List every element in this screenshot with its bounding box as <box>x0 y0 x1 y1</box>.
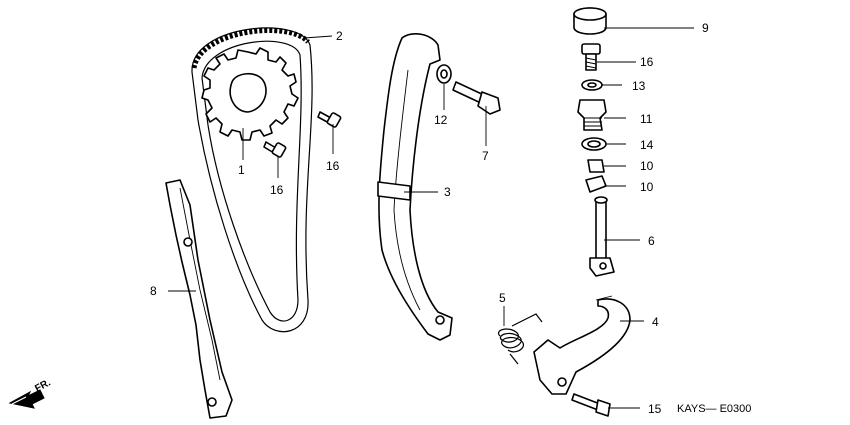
callout-2: 2 <box>336 29 343 43</box>
bolt-15 <box>571 393 611 417</box>
callout-8: 8 <box>150 284 157 298</box>
callout-12: 12 <box>434 113 448 127</box>
callout-1: 1 <box>238 163 245 177</box>
callout-11: 11 <box>640 112 653 126</box>
o-ring-14 <box>581 137 607 151</box>
callout-5: 5 <box>499 291 506 305</box>
diagram-code: KAYS— E0300 <box>677 403 751 415</box>
front-direction-arrow-icon <box>8 389 45 409</box>
callout-10-bottom: 10 <box>640 180 654 194</box>
callout-10-top: 10 <box>640 159 654 173</box>
spring-10-bottom <box>585 175 607 193</box>
callout-14: 14 <box>640 138 654 152</box>
callout-6: 6 <box>648 234 655 248</box>
tensioner-arm-4 <box>533 295 631 395</box>
washer-13 <box>581 79 603 91</box>
front-marker-label: FR. <box>33 377 53 394</box>
callout-15: 15 <box>648 402 662 416</box>
cam-sprocket <box>201 47 299 141</box>
pivot-bolt-7 <box>452 81 501 115</box>
spring-10-top <box>587 159 605 173</box>
bolt-16-top <box>581 43 601 71</box>
washer-12 <box>436 64 452 84</box>
callout-9: 9 <box>702 21 709 35</box>
tensioner-slider <box>377 33 453 341</box>
callout-13: 13 <box>632 79 646 93</box>
spring-5 <box>498 313 543 365</box>
leader-lines <box>168 27 694 409</box>
callout-4: 4 <box>652 315 659 329</box>
callout-16-top: 16 <box>640 55 654 69</box>
cam-chain-guide <box>165 179 233 419</box>
bolt-16-left <box>263 141 287 158</box>
callout-16-left: 16 <box>270 183 284 197</box>
sealing-bolt-cap-9 <box>573 7 607 35</box>
bolt-16-right <box>317 111 342 128</box>
callout-7: 7 <box>482 149 489 163</box>
callout-16-right: 16 <box>326 159 340 173</box>
cam-chain <box>191 27 313 333</box>
lifter-body-11 <box>577 99 607 131</box>
callout-3: 3 <box>444 185 451 199</box>
push-rod-6 <box>589 196 615 277</box>
